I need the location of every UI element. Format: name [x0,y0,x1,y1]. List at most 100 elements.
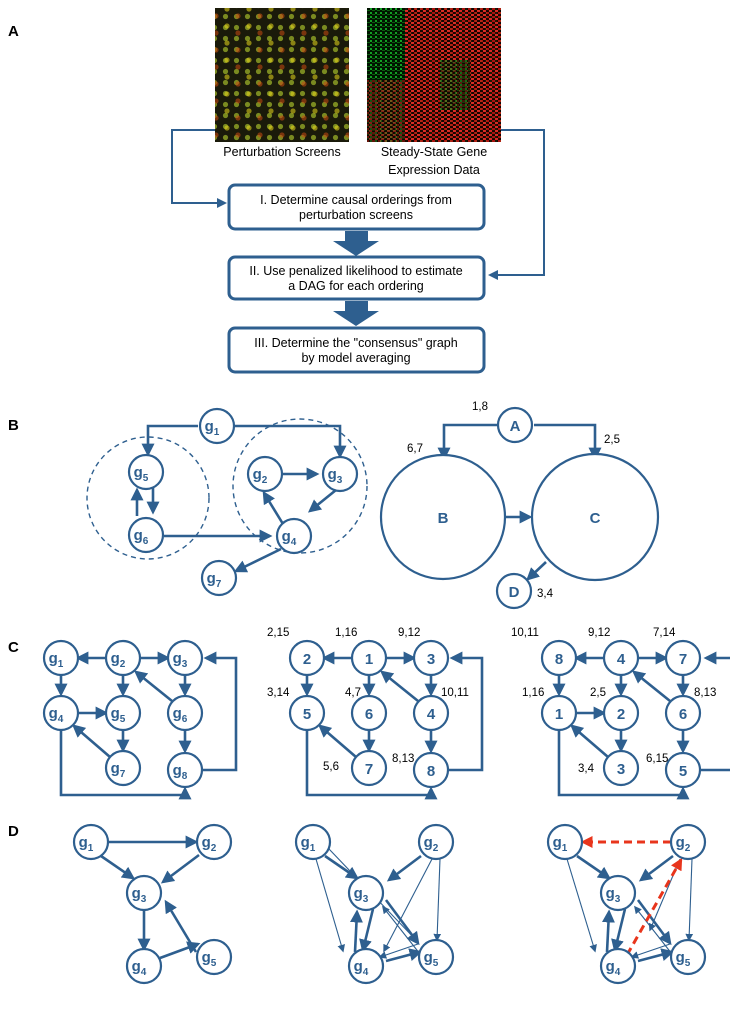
svg-text:g3: g3 [328,466,343,486]
big-arrow-2 [333,301,379,326]
c-mid-label-4: 10,11 [441,687,469,699]
panel-c-left-edges [54,651,238,800]
node-d2-g2: g2 [417,823,455,861]
c-mid-label-1: 1,16 [335,627,357,639]
svg-text:g2: g2 [424,834,439,854]
node-b-g7: g7 [200,559,238,597]
node-c-left-g7: g7 [104,749,142,787]
node-c-right-5: 5 [664,751,702,789]
cluster-b-right [232,418,368,554]
svg-text:6: 6 [679,706,687,723]
c-mid-label-3: 9,12 [398,627,420,639]
node-c-left-g8: g8 [166,751,204,789]
c-mid-label-8: 8,13 [392,753,414,765]
svg-text:g2: g2 [202,834,217,854]
node-c-mid-1: 1 [350,639,388,677]
step3-box [227,326,486,374]
svg-text:g1: g1 [49,650,64,670]
svg-text:g5: g5 [111,705,126,725]
node-c-right-1: 1 [540,694,578,732]
node-b-g3: g3 [321,455,359,493]
big-arrow-1 [333,231,379,256]
svg-text:g4: g4 [606,958,621,978]
svg-text:g4: g4 [354,958,369,978]
svg-text:g6: g6 [134,527,149,547]
node-b-g4: g4 [275,517,313,555]
svg-text:4: 4 [617,651,626,668]
svg-text:g4: g4 [132,958,147,978]
svg-text:1: 1 [365,651,373,668]
svg-text:7: 7 [365,761,373,778]
node-c-mid-2: 2 [288,639,326,677]
svg-text:g7: g7 [111,760,126,780]
node-d3-g2: g2 [669,823,707,861]
panel-c-middle-edges [300,651,484,800]
svg-text:2: 2 [617,706,625,723]
svg-text:g1: g1 [205,418,220,438]
label-b-order: 6,7 [407,443,423,455]
svg-text:g1: g1 [79,834,94,854]
panel-letter-a: A [8,23,19,40]
svg-text:g3: g3 [173,650,188,670]
node-c-left-g1: g1 [42,639,80,677]
svg-text:g2: g2 [253,466,268,486]
svg-text:g1: g1 [301,834,316,854]
svg-text:g5: g5 [424,949,439,969]
c-right-label-3: 3,4 [578,763,595,775]
c-right-label-1: 1,16 [522,687,544,699]
svg-text:5: 5 [303,706,311,723]
c-right-label-5: 6,15 [646,753,668,765]
node-d1-g4: g4 [125,947,163,985]
cluster-b-left [86,436,210,560]
node-c-right-2: 2 [602,694,640,732]
svg-text:g6: g6 [173,705,188,725]
svg-text:8: 8 [555,651,563,668]
node-c-right-8: 8 [540,639,578,677]
caption-perturbation-screens: Perturbation Screens [223,145,340,159]
svg-text:5: 5 [679,763,687,780]
panel-d-right-edges [566,836,694,963]
c-right-label-2: 2,5 [590,687,606,699]
node-c-right-3: 3 [602,749,640,787]
node-c-mid-4: 4 [412,694,450,732]
label-c-order: 2,5 [604,434,620,446]
c-right-label-6: 8,13 [694,687,716,699]
panel-d-middle-edges [315,848,442,963]
super-node-b: B [379,453,507,581]
svg-text:6: 6 [365,706,373,723]
node-c-right-6: 6 [664,694,702,732]
node-d1-g2: g2 [195,823,233,861]
c-right-label-8: 10,11 [511,627,539,639]
caption-steady-state-2: Expression Data [388,163,480,177]
node-c-left-g6: g6 [166,694,204,732]
panel-c-right-edges [552,651,730,800]
step1-box [227,183,486,231]
svg-text:3: 3 [427,651,435,668]
super-node-c: C [530,452,660,582]
svg-text:D: D [509,584,520,601]
svg-text:C: C [590,510,601,527]
node-c-mid-6: 6 [350,694,388,732]
super-node-a: A [496,406,534,444]
svg-text:g4: g4 [282,528,297,548]
node-b-g5: g5 [127,453,165,491]
node-c-right-4: 4 [602,639,640,677]
svg-text:g1: g1 [553,834,568,854]
node-d2-g1: g1 [294,823,332,861]
heatmap-image [367,8,501,142]
node-c-left-g5: g5 [104,694,142,732]
c-mid-label-5: 3,14 [267,687,290,699]
svg-text:2: 2 [303,651,311,668]
node-d1-g1: g1 [72,823,110,861]
node-d2-g5: g5 [417,938,455,976]
node-b-g6: g6 [127,516,165,554]
node-b-g1: g1 [198,407,236,445]
flow-right-line [488,129,545,280]
svg-text:7: 7 [679,651,687,668]
label-a-order: 1,8 [472,401,488,413]
node-d1-g5: g5 [195,938,233,976]
step2-box [227,255,486,301]
svg-text:B: B [438,510,449,527]
label-d-order: 3,4 [537,588,554,600]
svg-text:g2: g2 [676,834,691,854]
